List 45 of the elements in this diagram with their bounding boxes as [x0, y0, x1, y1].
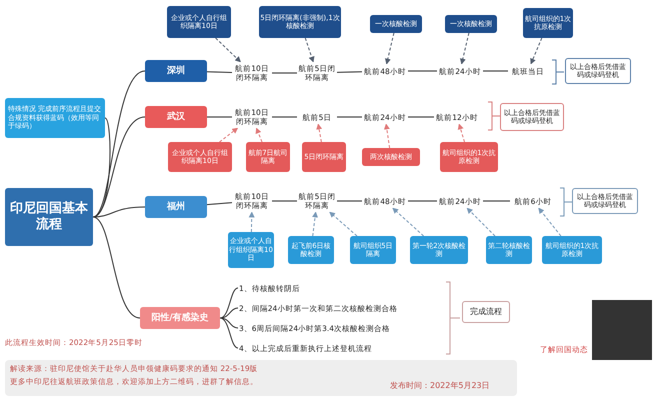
root-box: 印尼回国基本流程: [5, 188, 93, 246]
connector-line: [272, 72, 298, 74]
connector-line: [92, 116, 146, 218]
leader-arrow: [392, 208, 424, 236]
connector-line: [206, 71, 232, 73]
route-box: 武汉: [145, 106, 207, 128]
connector-line: [482, 200, 510, 202]
connector-line: [206, 116, 232, 118]
connector-line: [92, 216, 140, 318]
connector-line: [220, 288, 238, 318]
connector-line: [92, 206, 146, 218]
connector-line: [408, 116, 434, 118]
connector-line: [92, 70, 146, 218]
leader-arrow: [460, 32, 470, 65]
leader-arrow: [312, 211, 318, 236]
connector-line: [336, 116, 362, 118]
route-box: 福州: [145, 196, 207, 218]
connector-line: [336, 71, 362, 73]
leader-arrow: [304, 38, 314, 63]
leader-arrow: [219, 128, 238, 142]
connector-line: [220, 318, 238, 348]
result-box: 完成流程: [462, 301, 510, 323]
connector-line: [220, 308, 238, 318]
route-box: 阳性/有感染史: [140, 307, 220, 329]
route-box: 深圳: [145, 60, 207, 82]
connector-line: [336, 200, 362, 202]
connector-line: [408, 200, 438, 202]
note-text: 发布时间：2022年5月23日: [390, 380, 490, 391]
connector-line: [206, 202, 232, 206]
leader-arrow: [458, 123, 465, 142]
connector-line: [408, 70, 438, 72]
leader-arrow: [329, 212, 358, 236]
leader-arrow: [384, 32, 394, 65]
leader-arrow: [256, 127, 262, 142]
leader-arrow: [530, 38, 542, 65]
leader-arrow: [538, 208, 562, 236]
connector-line: [482, 70, 508, 72]
leader-arrow: [466, 208, 496, 236]
connector-line: [220, 318, 238, 328]
leader-arrow: [316, 123, 322, 142]
leader-arrow: [384, 123, 390, 148]
connector-line: [272, 200, 298, 202]
leader-arrow: [215, 38, 242, 62]
connector-line: [272, 116, 298, 118]
leader-arrow: [248, 211, 255, 232]
